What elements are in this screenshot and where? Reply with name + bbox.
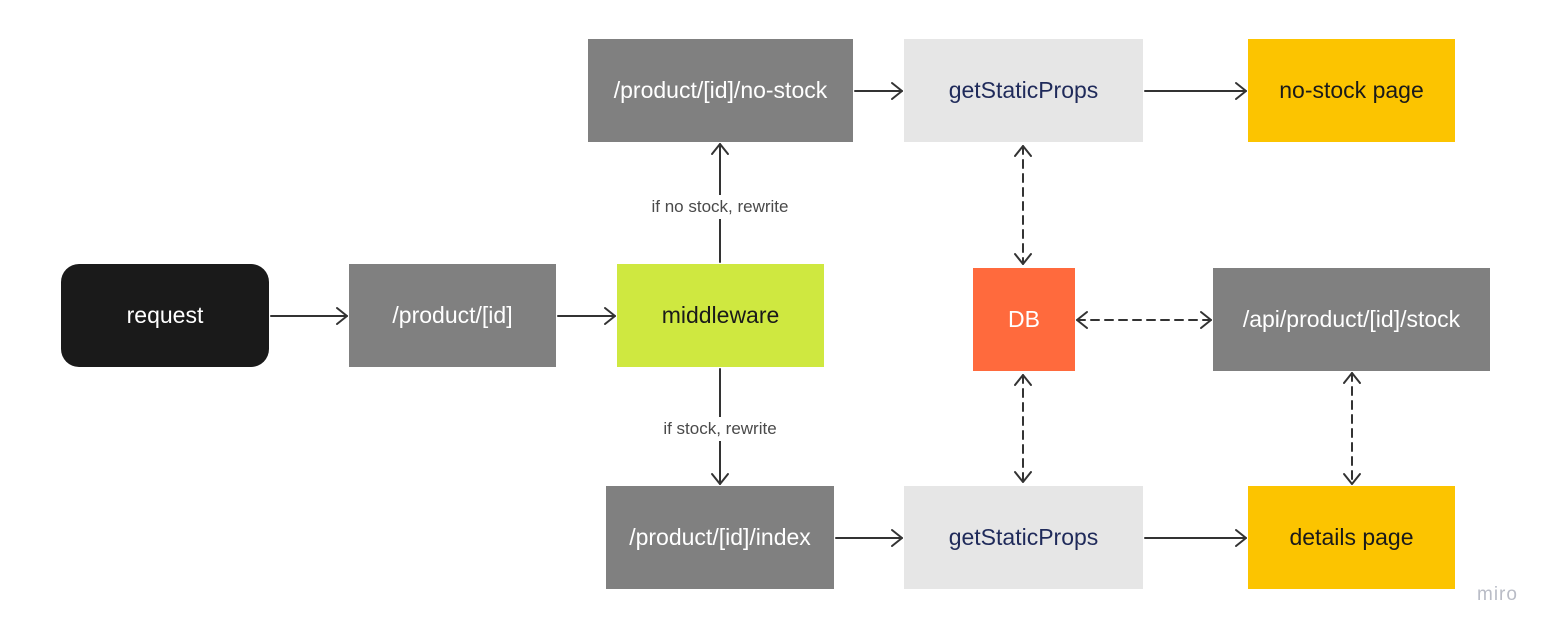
details-page-node-label: details page	[1289, 524, 1414, 550]
edge-nostock-route-to-gsp-top	[854, 82, 903, 100]
product-route-node[interactable]: /product/[id]	[349, 264, 556, 367]
miro-watermark: miro	[1477, 584, 1518, 605]
edge-db-gsp-bottom-dashed	[1014, 374, 1032, 483]
details-page-node[interactable]: details page	[1248, 486, 1455, 589]
get-static-props-bottom-label: getStaticProps	[948, 524, 1099, 550]
nostock-page-node[interactable]: no-stock page	[1248, 39, 1455, 142]
edge-request-to-product	[270, 307, 348, 325]
edge-gsp-bottom-to-details-page	[1144, 529, 1247, 547]
get-static-props-top-node[interactable]: getStaticProps	[904, 39, 1143, 142]
edge-product-to-middleware	[557, 307, 616, 325]
edge-gsp-top-to-nostock-page	[1144, 82, 1247, 100]
nostock-route-node[interactable]: /product/[id]/no-stock	[588, 39, 853, 142]
request-node-label: request	[126, 302, 204, 328]
nostock-route-node-label: /product/[id]/no-stock	[613, 77, 828, 103]
edge-db-api-dashed	[1076, 311, 1212, 329]
middleware-node-label: middleware	[661, 302, 780, 328]
db-node[interactable]: DB	[973, 268, 1075, 371]
index-route-node[interactable]: /product/[id]/index	[606, 486, 834, 589]
request-node[interactable]: request	[61, 264, 269, 367]
index-route-node-label: /product/[id]/index	[629, 524, 811, 550]
nostock-page-node-label: no-stock page	[1279, 77, 1424, 103]
api-stock-node[interactable]: /api/product/[id]/stock	[1213, 268, 1490, 371]
edge-gsp-top-db-dashed	[1014, 145, 1032, 265]
edge-label-no-stock: if no stock, rewrite	[647, 195, 793, 219]
edge-label-stock: if stock, rewrite	[659, 417, 781, 441]
get-static-props-bottom-node[interactable]: getStaticProps	[904, 486, 1143, 589]
product-route-node-label: /product/[id]	[392, 302, 513, 328]
get-static-props-top-label: getStaticProps	[948, 77, 1099, 103]
middleware-node[interactable]: middleware	[617, 264, 824, 367]
db-node-label: DB	[1008, 306, 1040, 332]
edge-index-route-to-gsp-bottom	[835, 529, 903, 547]
edge-api-details-page-dashed	[1343, 372, 1361, 485]
api-stock-node-label: /api/product/[id]/stock	[1242, 306, 1461, 332]
